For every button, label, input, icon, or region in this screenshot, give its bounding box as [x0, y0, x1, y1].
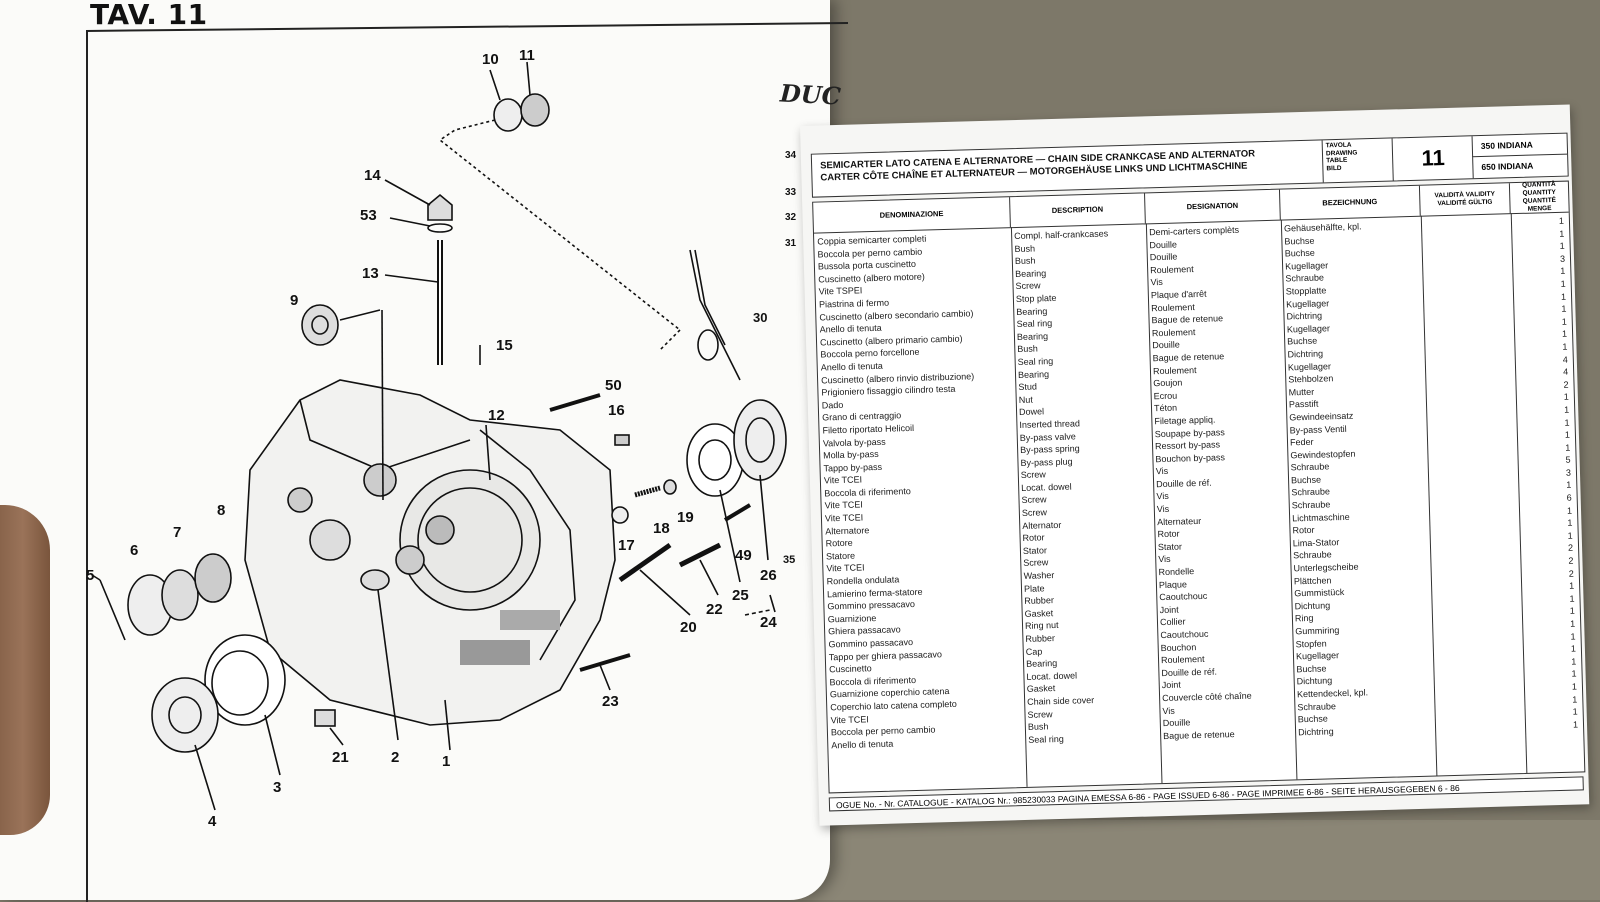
callout-20: 20	[680, 619, 697, 636]
callout-25: 25	[732, 587, 749, 604]
cell-de: Dichtring	[1297, 726, 1334, 738]
callout-8: 8	[217, 502, 225, 519]
callout-19: 19	[677, 509, 694, 526]
callout-22: 22	[706, 601, 723, 618]
left-page: TAV. 11 DUC	[0, 0, 848, 902]
parts-table: DENOMINAZIONE DESCRIPTION DESIGNATION BE…	[812, 180, 1586, 794]
callout-33: 33	[785, 187, 797, 198]
col-description: DESCRIPTION	[1010, 193, 1146, 228]
col-designation: DESIGNATION	[1145, 189, 1281, 224]
thumb	[0, 505, 50, 835]
table-label-box: TAVOLA DRAWING TABLE BILD	[1321, 138, 1393, 183]
callout-6: 6	[130, 542, 138, 559]
page-title: TAV. 11	[90, 0, 208, 31]
callout-15: 15	[496, 337, 513, 354]
callout-2: 2	[391, 749, 399, 766]
callout-17: 17	[618, 537, 635, 554]
callout-31: 31	[785, 238, 797, 249]
callout-4: 4	[208, 813, 217, 830]
cell-fr: Bague de retenue	[1163, 728, 1235, 741]
callout-18: 18	[653, 520, 670, 537]
callout-9: 9	[290, 292, 298, 309]
callout-24: 24	[760, 614, 777, 631]
model-650: 650 INDIANA	[1472, 154, 1568, 179]
table-number: 11	[1391, 136, 1474, 181]
callout-34: 34	[785, 150, 797, 161]
callout-3: 3	[273, 779, 281, 796]
callout-30: 30	[753, 310, 767, 325]
model-350: 350 INDIANA	[1471, 133, 1568, 158]
callout-12: 12	[488, 407, 505, 424]
callout-11: 11	[519, 47, 535, 64]
exploded-parts-drawing: 10 11 14 53 13 9 15 50 16 12 18 19 17 8 …	[86, 47, 797, 830]
callout-13: 13	[362, 265, 379, 282]
callout-5: 5	[86, 567, 94, 584]
callout-10: 10	[482, 51, 499, 68]
callout-16: 16	[608, 402, 625, 419]
callout-7: 7	[173, 524, 181, 541]
callout-21: 21	[332, 749, 349, 766]
callout-49: 49	[735, 547, 752, 564]
callout-32: 32	[785, 212, 797, 223]
callout-26: 26	[760, 567, 777, 584]
col-quantity: QUANTITÀ QUANTITY QUANTITÉ MENGE	[1522, 180, 1557, 213]
callout-23: 23	[602, 693, 619, 710]
label-bild: BILD	[1326, 164, 1342, 172]
header-title: SEMICARTER LATO CATENA E ALTERNATORE — C…	[820, 148, 1256, 184]
callout-35: 35	[783, 554, 795, 566]
callout-50: 50	[605, 377, 622, 394]
cell-en: Seal ring	[1028, 733, 1064, 745]
col-bezeichnung: BEZEICHNUNG	[1279, 185, 1421, 220]
callout-53: 53	[360, 207, 377, 224]
cell-qty: 1	[1572, 719, 1579, 730]
col-validity: VALIDITÀ VALIDITY VALIDITÉ GÜLTIG	[1419, 183, 1511, 216]
parts-list-sheet: SEMICARTER LATO CATENA E ALTERNATORE — C…	[810, 132, 1589, 823]
callout-14: 14	[364, 167, 381, 184]
right-page: SEMICARTER LATO CATENA E ALTERNATORE — C…	[800, 104, 1590, 826]
callout-1: 1	[442, 753, 450, 770]
